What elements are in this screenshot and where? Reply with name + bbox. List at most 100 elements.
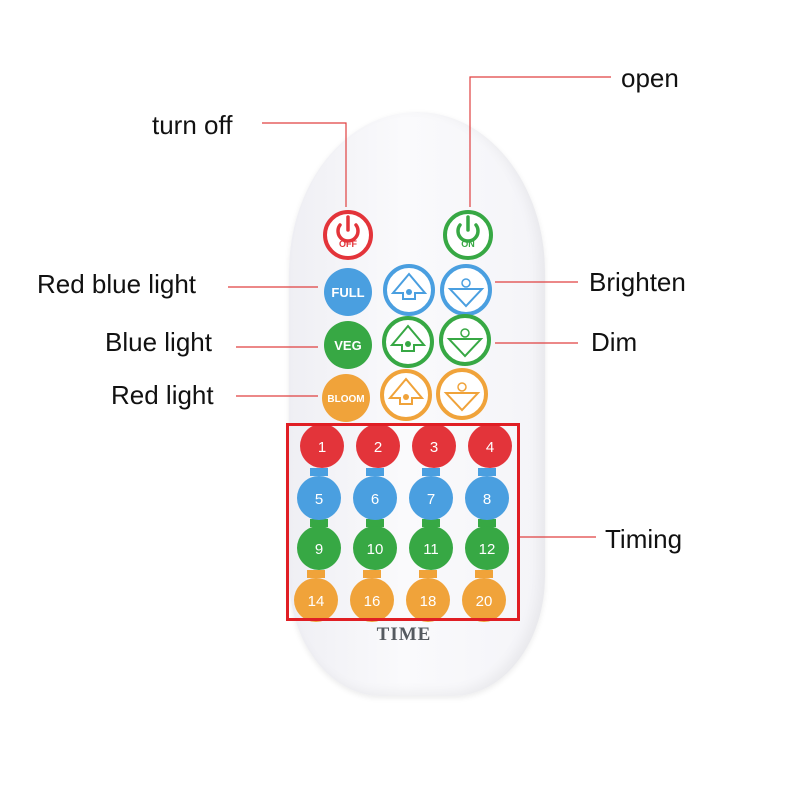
- timer-button-label: 20: [476, 593, 493, 610]
- line-open: [469, 76, 611, 207]
- sun-down-arrow-icon: [447, 288, 485, 308]
- timer-connector-bar: [475, 570, 493, 578]
- timer-button-label: 1: [318, 439, 326, 456]
- orange-dim-button[interactable]: [436, 368, 488, 420]
- timer-button-label: 5: [315, 491, 323, 508]
- sun-up-arrow-icon: [387, 377, 425, 405]
- timer-button-circle: [297, 526, 341, 570]
- power-on-label: ON: [461, 239, 475, 249]
- timer-button-7[interactable]: 7: [409, 476, 453, 520]
- timer-button-label: 8: [483, 491, 491, 508]
- timer-button-2[interactable]: 2: [356, 424, 400, 468]
- timer-button-label: 18: [420, 593, 437, 610]
- green-dim-button[interactable]: [439, 314, 491, 366]
- orange-brighten-button[interactable]: [380, 369, 432, 421]
- label-brighten: Brighten: [589, 267, 686, 297]
- timer-button-4[interactable]: 4: [468, 424, 512, 468]
- callout-lines: [228, 76, 611, 538]
- timer-button-20[interactable]: 20: [462, 578, 506, 622]
- label-blue-light: Blue light: [105, 327, 212, 357]
- timer-connector-bar: [419, 570, 437, 578]
- timer-connector-bar: [422, 468, 440, 476]
- full-label: FULL: [331, 285, 364, 300]
- timer-connector-bar: [366, 468, 384, 476]
- veg-button[interactable]: VEG: [324, 321, 372, 369]
- timer-button-10[interactable]: 10: [353, 526, 397, 570]
- timer-button-8[interactable]: 8: [465, 476, 509, 520]
- veg-label: VEG: [334, 338, 361, 353]
- timer-button-circle: [406, 578, 450, 622]
- timer-button-circle: [353, 526, 397, 570]
- timer-button-label: 3: [430, 439, 438, 456]
- timer-button-16[interactable]: 16: [350, 578, 394, 622]
- power-on-button[interactable]: ON: [443, 210, 493, 260]
- timer-connector-bar: [478, 468, 496, 476]
- timer-button-circle: [465, 476, 509, 520]
- timer-button-12[interactable]: 12: [465, 526, 509, 570]
- power-off-button[interactable]: OFF: [323, 210, 373, 260]
- timer-button-circle: [297, 476, 341, 520]
- timer-button-6[interactable]: 6: [353, 476, 397, 520]
- timer-button-circle: [294, 578, 338, 622]
- label-turn-off: turn off: [152, 110, 233, 140]
- timer-button-label: 12: [479, 541, 496, 558]
- time-label: TIME: [376, 624, 432, 645]
- timer-button-circle: [300, 424, 344, 468]
- timer-button-3[interactable]: 3: [412, 424, 456, 468]
- timer-button-circle: [465, 526, 509, 570]
- sun-up-arrow-icon: [390, 272, 428, 300]
- timer-connector-bar: [478, 519, 496, 527]
- green-brighten-button[interactable]: [382, 316, 434, 368]
- label-open: open: [621, 63, 679, 93]
- timer-button-label: 6: [371, 491, 379, 508]
- timer-button-circle: [468, 424, 512, 468]
- power-icon: [456, 215, 480, 243]
- timer-button-circle: [353, 476, 397, 520]
- timer-button-label: 10: [367, 541, 384, 558]
- full-button[interactable]: FULL: [324, 268, 372, 316]
- timer-connector-bar: [310, 468, 328, 476]
- label-red-blue-light: Red blue light: [37, 269, 196, 299]
- timer-button-14[interactable]: 14: [294, 578, 338, 622]
- label-red-light: Red light: [111, 380, 214, 410]
- timer-button-18[interactable]: 18: [406, 578, 450, 622]
- timer-button-label: 2: [374, 439, 382, 456]
- timer-button-label: 11: [423, 541, 439, 558]
- timer-connector-bar: [310, 519, 328, 527]
- timer-connector-bar: [422, 519, 440, 527]
- label-timing: Timing: [605, 524, 683, 554]
- timer-connector-bar: [366, 519, 384, 527]
- label-dim: Dim: [591, 327, 638, 357]
- bloom-button[interactable]: BLOOM: [322, 374, 370, 422]
- sun-up-arrow-icon: [389, 324, 427, 352]
- timer-button-circle: [409, 526, 453, 570]
- timer-button-5[interactable]: 5: [297, 476, 341, 520]
- timer-button-11[interactable]: 11: [409, 526, 453, 570]
- timer-button-label: 4: [486, 439, 494, 456]
- power-off-label: OFF: [339, 239, 357, 249]
- timer-button-1[interactable]: 1: [300, 424, 344, 468]
- blue-dim-button[interactable]: [440, 264, 492, 316]
- timer-button-9[interactable]: 9: [297, 526, 341, 570]
- timer-button-label: 16: [364, 593, 381, 610]
- timer-connector-bar: [307, 570, 325, 578]
- timer-button-label: 9: [315, 541, 323, 558]
- timer-button-label: 7: [427, 491, 435, 508]
- line-turn-off: [262, 122, 347, 207]
- blue-brighten-button[interactable]: [383, 264, 435, 316]
- timer-button-circle: [350, 578, 394, 622]
- timing-highlight-box: [286, 423, 520, 621]
- bloom-label: BLOOM: [327, 394, 364, 405]
- timer-button-circle: [462, 578, 506, 622]
- timer-connector-bar: [363, 570, 381, 578]
- timer-button-circle: [356, 424, 400, 468]
- timer-button-label: 14: [308, 593, 325, 610]
- timer-button-circle: [409, 476, 453, 520]
- power-icon: [336, 215, 360, 243]
- sun-down-arrow-icon: [446, 338, 484, 358]
- sun-down-arrow-icon: [443, 392, 481, 412]
- timer-button-circle: [412, 424, 456, 468]
